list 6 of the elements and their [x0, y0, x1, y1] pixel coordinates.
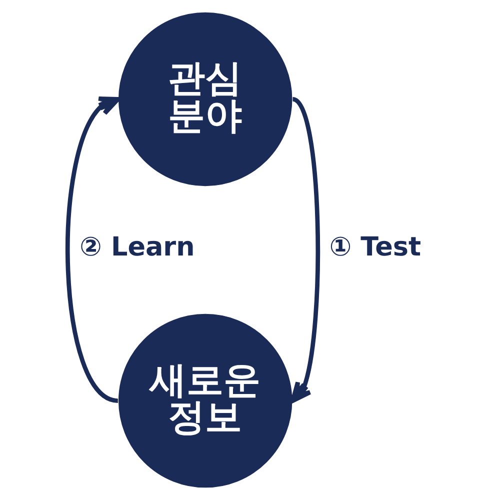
- edge-label: ② Learn: [80, 232, 195, 263]
- edge-label: ① Test: [329, 232, 422, 263]
- arrow: [290, 97, 320, 403]
- arrow: [66, 96, 120, 403]
- node-circle: 관심 분야: [118, 12, 292, 186]
- node-circle: 새로운 정보: [118, 314, 292, 488]
